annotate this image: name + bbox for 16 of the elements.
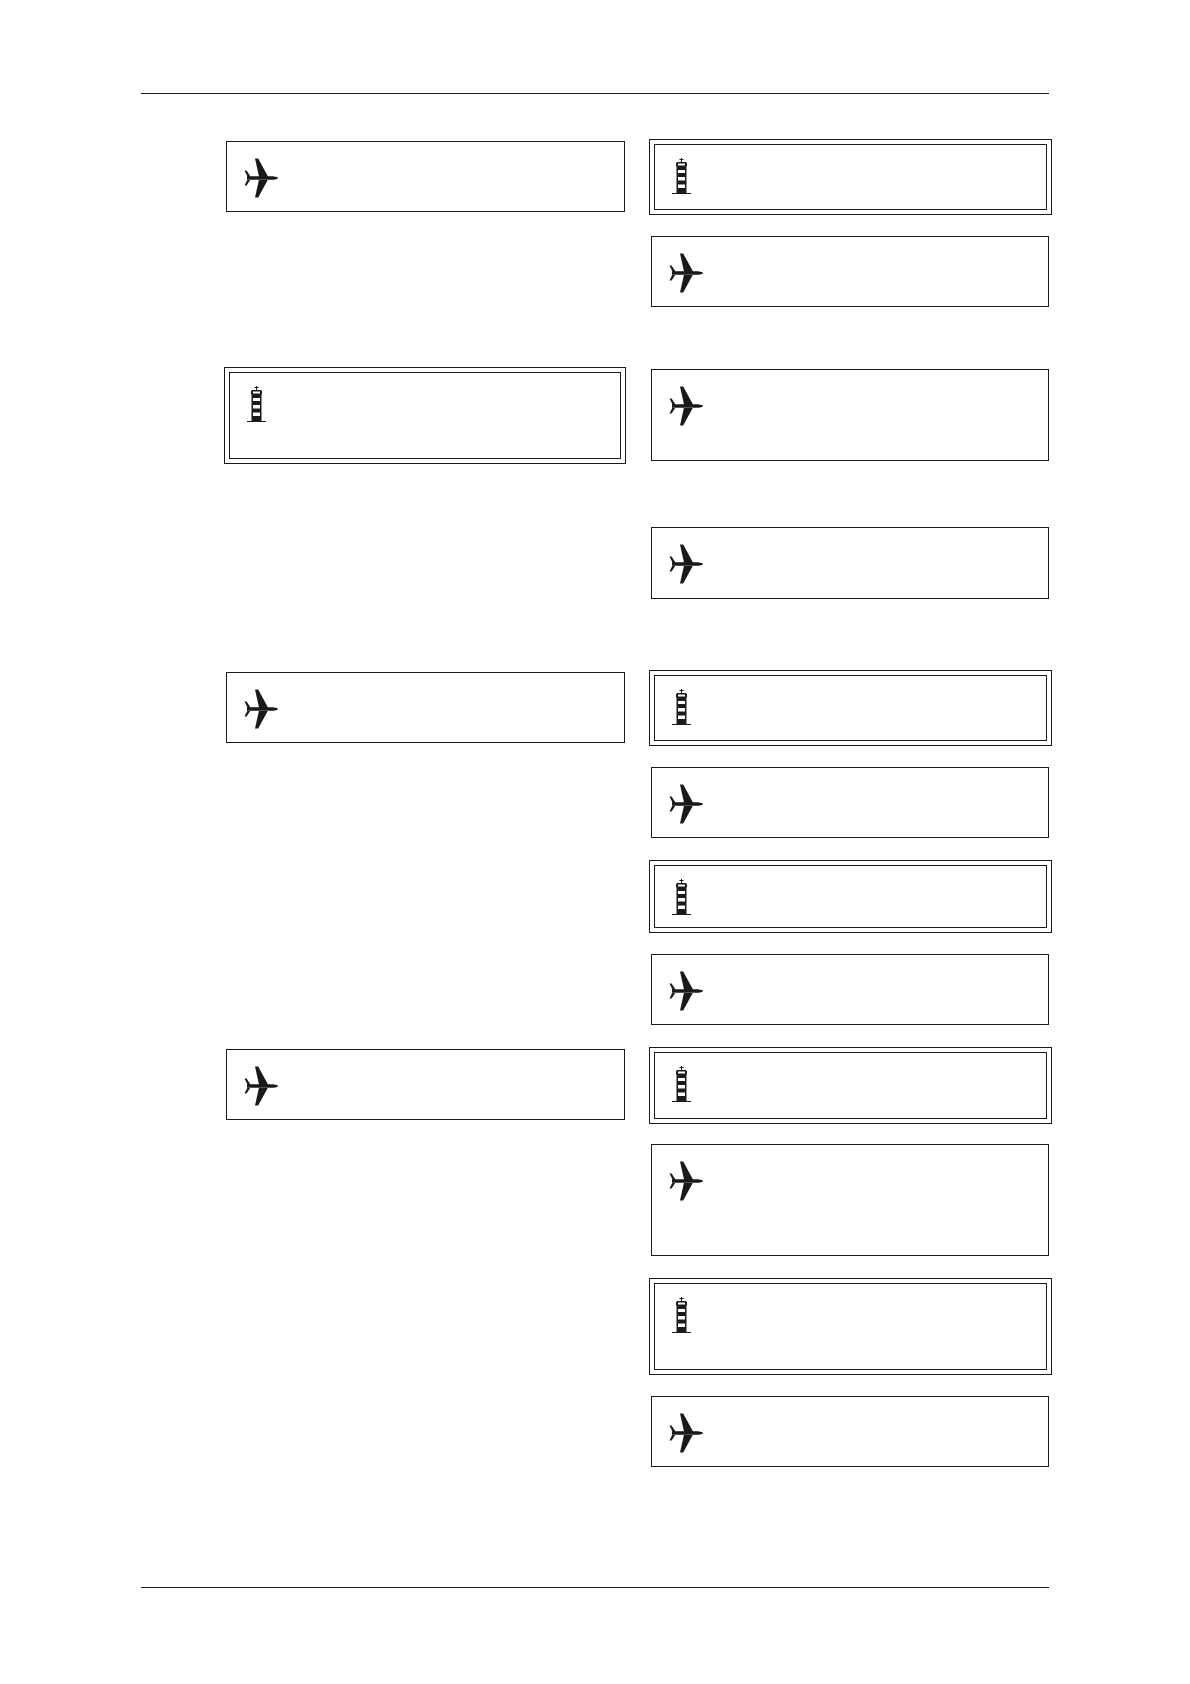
- outlined-box: [226, 672, 625, 743]
- outlined-box: [651, 954, 1049, 1025]
- double-bordered-box: [649, 139, 1052, 215]
- double-bordered-box: [649, 670, 1052, 746]
- outlined-box: [226, 1049, 625, 1120]
- double-bordered-box: [649, 860, 1052, 933]
- outlined-box: [651, 1144, 1049, 1256]
- outlined-box: [651, 527, 1049, 599]
- outlined-box: [651, 1396, 1049, 1467]
- outlined-box: [651, 767, 1049, 838]
- double-bordered-box: [649, 1278, 1052, 1375]
- outlined-box: [651, 236, 1049, 307]
- outlined-box: [226, 141, 625, 212]
- outlined-box: [651, 369, 1049, 461]
- double-bordered-box: [224, 367, 626, 464]
- double-bordered-box: [649, 1047, 1052, 1124]
